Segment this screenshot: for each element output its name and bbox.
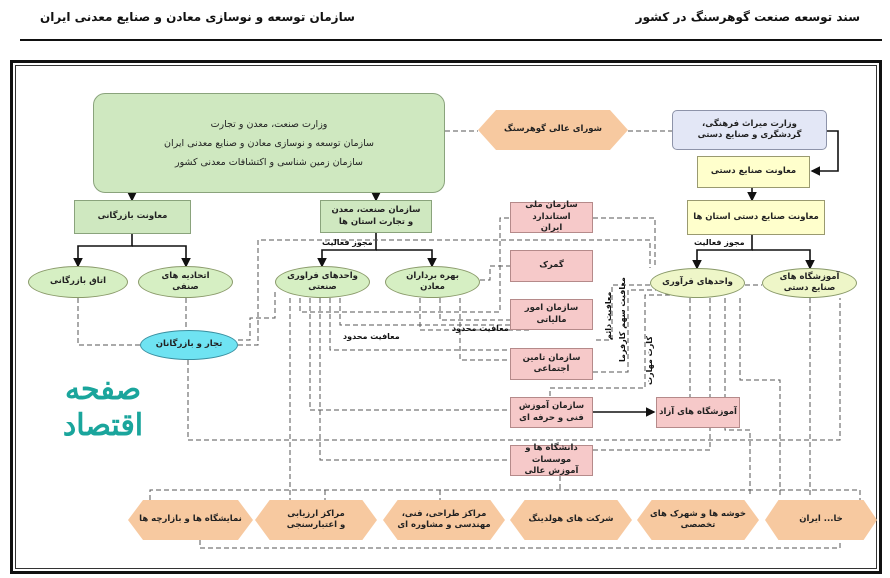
edge-label-limited-exemption-2: معافیت محدود bbox=[452, 324, 509, 333]
heritage-ministry-box: وزارت میراث فرهنگی، گردشگری و صنایع دستی bbox=[672, 110, 827, 150]
private-schools-box: آموزشگاه های آزاد bbox=[656, 397, 740, 428]
social-security-box: سازمان تامین اجتماعی bbox=[510, 348, 593, 380]
handicraft-deputy-box: معاونت صنایع دستی bbox=[697, 156, 810, 188]
processing-units-node: واحدهای فرآوری bbox=[650, 268, 745, 298]
edge-label-license-right: مجوز فعالیت bbox=[694, 238, 745, 247]
bottom-hexagon-partial: خا... ایران bbox=[765, 500, 877, 540]
edge-label-permanent-exemption: معافیت دائم bbox=[604, 291, 613, 340]
solid-arrows bbox=[73, 130, 839, 417]
provincial-industry-org-box: سازمان صنعت، معدن و تجارت استان ها bbox=[320, 200, 432, 233]
provincial-handicraft-deputy-box: معاونت صنایع دستی استان ها bbox=[687, 200, 825, 235]
guild-unions-node: اتحادیه های صنفی bbox=[138, 266, 233, 298]
edge-label-employer-share-exemption: معافیت سهم کارفرما bbox=[618, 277, 627, 362]
customs-box: گمرک bbox=[510, 250, 593, 282]
header-divider bbox=[20, 39, 882, 41]
standards-org-box: سازمان ملی استاندارد ایران bbox=[510, 200, 593, 233]
header-organization: سازمان توسعه و نوسازی معادن و صنایع معدن… bbox=[40, 10, 355, 24]
diagram-frame bbox=[10, 60, 882, 574]
bottom-hexagon-clusters: خوشه ها و شهرک های تخصصی bbox=[637, 500, 759, 540]
technical-training-box: سازمان آموزش فنی و حرفه ای bbox=[510, 397, 593, 428]
tax-org-box: سازمان امور مالیاتی bbox=[510, 299, 593, 330]
traders-node: تجار و بازرگانان bbox=[140, 330, 238, 360]
header-document-title: سند توسعه صنعت گوهرسنگ در کشور bbox=[635, 10, 860, 24]
edge-label-skill-card: کارت مهارت bbox=[645, 336, 654, 385]
dashed-links bbox=[77, 130, 861, 549]
bottom-hexagon-assessment-centers: مراکز ارزیابی و اعتبارسنجی bbox=[255, 500, 377, 540]
edge-label-limited-exemption-1: معافیت محدود bbox=[343, 332, 400, 341]
universities-box: دانشگاه ها و موسسات آموزش عالی bbox=[510, 443, 593, 476]
ministry-block: وزارت صنعت، معدن و تجارت سازمان توسعه و … bbox=[93, 93, 445, 193]
commerce-deputy-box: معاونت بازرگانی bbox=[74, 200, 191, 234]
bottom-hexagon-exhibitions: نمایشگاه ها و بازارچه ها bbox=[128, 500, 253, 540]
industrial-processing-units-node: واحدهای فراوری صنعتی bbox=[275, 266, 370, 298]
bottom-hexagon-design-centers: مراکز طراحی، فنی، مهندسی و مشاوره ای bbox=[383, 500, 505, 540]
high-council-hexagon: شورای عالی گوهرسنگ bbox=[478, 110, 628, 150]
mine-operators-node: بهره برداران معادن bbox=[385, 266, 480, 298]
watermark-logo: صفحه اقتصاد bbox=[62, 372, 144, 443]
bottom-hexagon-holdings: شرکت های هولدینگ bbox=[510, 500, 632, 540]
chamber-of-commerce-node: اتاق بازرگانی bbox=[28, 266, 128, 298]
edge-label-license-left: مجوز فعالیت bbox=[322, 238, 373, 247]
handicraft-schools-node: آموزشگاه های صنایع دستی bbox=[762, 268, 857, 298]
